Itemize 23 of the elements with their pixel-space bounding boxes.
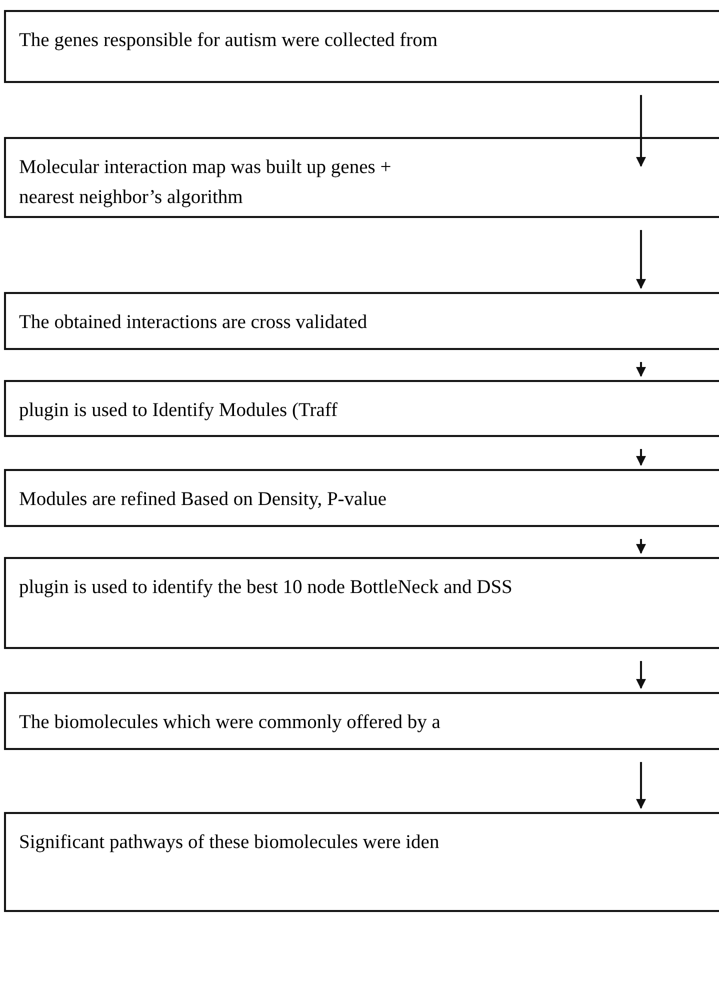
step-text: The obtained interactions are cross validated xyxy=(19,311,368,335)
arrow xyxy=(636,449,646,466)
process-box xyxy=(4,380,719,437)
process-box xyxy=(4,137,719,218)
step-text: The biomolecules which were commonly offered by a xyxy=(19,711,442,735)
step-text: plugin is used to Identify Modules (Traff xyxy=(19,399,338,423)
step-text: Significant pathways of these biomolecules were iden xyxy=(19,831,440,855)
arrow xyxy=(636,95,646,167)
step-text: plugin is used to identify the best 10 node BottleNeck and DSS xyxy=(19,576,514,600)
process-box xyxy=(4,469,719,527)
process-box xyxy=(4,10,719,83)
arrow xyxy=(636,661,646,689)
process-box xyxy=(4,292,719,350)
step-text: Molecular interaction map was built up genes + nearest neighbor’s algorithm xyxy=(19,156,392,210)
arrow xyxy=(636,362,646,377)
process-box xyxy=(4,557,719,649)
arrow xyxy=(636,230,646,289)
arrow xyxy=(636,539,646,554)
step-text: Modules are refined Based on Density, P-value xyxy=(19,488,388,512)
process-box xyxy=(4,812,719,912)
process-box xyxy=(4,692,719,750)
step-text: The genes responsible for autism were collected from xyxy=(19,29,439,53)
arrow xyxy=(636,762,646,809)
